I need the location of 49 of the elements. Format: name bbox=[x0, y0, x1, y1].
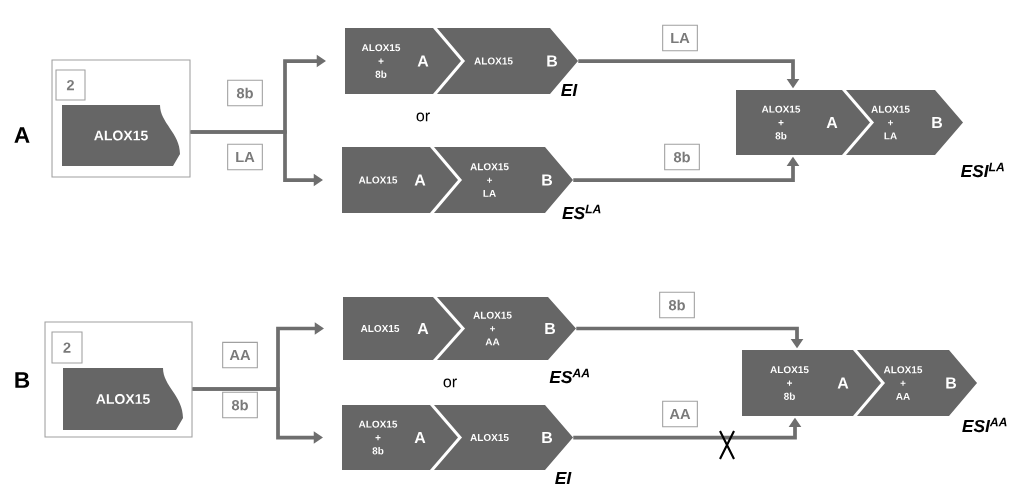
complex-label: ESI$^{AA}$ bbox=[962, 417, 1007, 433]
node-label: B bbox=[542, 174, 553, 186]
node-label: ALOX15 bbox=[358, 176, 398, 184]
node-label: ALOX15 + 8b bbox=[358, 420, 398, 455]
node-label: B bbox=[545, 323, 556, 335]
word-label: or bbox=[443, 378, 457, 388]
edge-label: 8b bbox=[664, 143, 700, 171]
node-label: ALOX15 + LA bbox=[470, 163, 509, 197]
edge-label: 8b bbox=[659, 291, 695, 319]
edge-label: AA bbox=[662, 400, 698, 428]
node-label: ALOX15 + AA bbox=[473, 311, 512, 346]
complex-label: ESI$^{LA}$ bbox=[960, 162, 1004, 178]
complex-label: EI bbox=[561, 84, 578, 96]
edge-label: 8b bbox=[227, 79, 263, 107]
complex-label: ES$^{AA}$ bbox=[549, 368, 590, 384]
number-box: 2 bbox=[51, 331, 83, 364]
node-label: A bbox=[417, 55, 429, 67]
node-label: B bbox=[542, 432, 553, 444]
panel-letter: A bbox=[14, 127, 30, 143]
node-label: A bbox=[826, 117, 838, 129]
word-label: or bbox=[416, 112, 430, 122]
chevron-pair: ALOX15 + 8b A ALOX15 B bbox=[342, 405, 573, 470]
frame-box bbox=[44, 321, 193, 438]
chevron-pair: ALOX15 + 8b A ALOX15 + LA B bbox=[736, 90, 963, 155]
node-label: B bbox=[932, 117, 943, 129]
node-label: ALOX15 + 8b bbox=[361, 44, 401, 78]
complex-label: EI bbox=[555, 472, 572, 484]
node-label: B bbox=[946, 377, 957, 389]
chevron-pair: ALOX15 + 8b A ALOX15 + AA B bbox=[742, 350, 977, 416]
edge-label: LA bbox=[227, 143, 263, 171]
node-label: ALOX15 bbox=[470, 433, 509, 442]
node-label: B bbox=[547, 55, 558, 67]
node-label: ALOX15 + AA bbox=[883, 366, 923, 400]
node-label: A bbox=[414, 174, 426, 186]
node-label: ALOX15 bbox=[360, 324, 400, 333]
edge-label: 8b bbox=[222, 391, 258, 419]
node-label: A bbox=[414, 432, 426, 444]
node-label: ALOX15 bbox=[474, 57, 513, 65]
node-label: ALOX15 + 8b bbox=[770, 366, 809, 400]
frame-box bbox=[51, 59, 191, 178]
number-box: 2 bbox=[55, 69, 86, 101]
edge-label: AA bbox=[222, 341, 258, 369]
node-label: A bbox=[417, 323, 429, 335]
panel-letter: B bbox=[15, 372, 30, 388]
node-label: ALOX15 + LA bbox=[871, 105, 910, 140]
node-label: A bbox=[837, 377, 849, 389]
edge-label: LA bbox=[662, 24, 698, 52]
chevron-pair: ALOX15 A ALOX15 + AA B bbox=[343, 297, 576, 360]
node-label: ALOX15 + 8b bbox=[761, 105, 801, 140]
